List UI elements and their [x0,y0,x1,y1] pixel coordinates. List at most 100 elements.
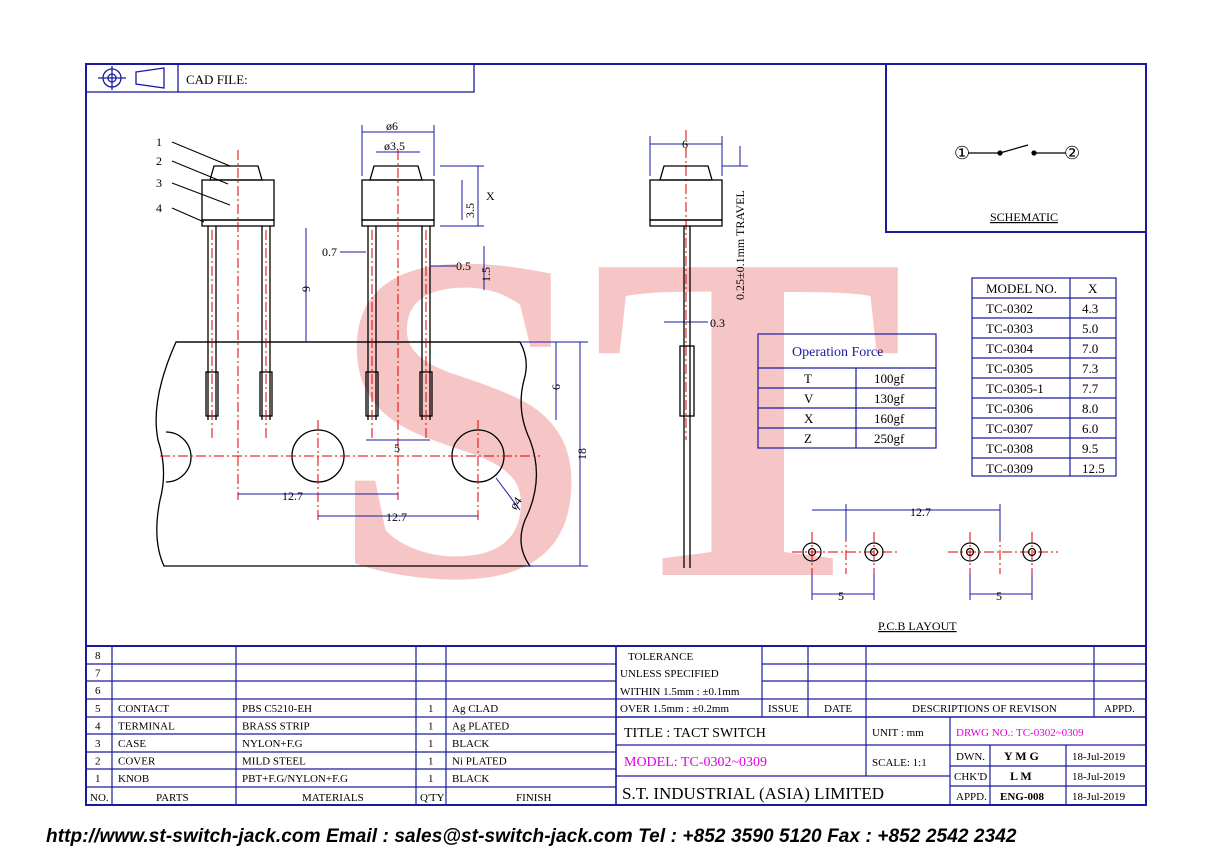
bom-header: FINISH [516,792,552,804]
tolerance-unless: UNLESS SPECIFIED [620,668,719,680]
cad-file-label: CAD FILE: [186,72,248,87]
dimension-lines [238,125,1033,600]
front-view-switch-left [201,165,275,420]
model-x-value: 8.0 [1082,401,1098,416]
pcb-dim-12-7: 12.7 [910,505,931,519]
bom-cell: 7 [95,668,101,680]
dim-knob-inner: ø3.5 [384,139,405,153]
callout-3: 3 [156,176,162,190]
bom-cell: TERMINAL [118,720,175,732]
force-value: 160gf [874,411,905,426]
pcb-layout-label: P.C.B LAYOUT [878,619,957,633]
tolerance-over: OVER 1.5mm : ±0.2mm [620,703,729,715]
bom-cell: NYLON+F.G [242,738,303,750]
operation-force-title: Operation Force [792,345,883,360]
rev-issue-header: ISSUE [768,703,799,715]
model-header-x: X [1088,281,1098,296]
schematic-label: SCHEMATIC [990,210,1058,224]
model-number: TC-0303 [986,321,1033,336]
front-view-switch-right [361,165,435,420]
callout-1: 1 [156,135,162,149]
appd-label: APPD. [956,791,987,803]
dwn-name: Y M G [1004,749,1039,763]
dim-3-5: 3.5 [463,203,477,218]
bom-cell: 5 [95,703,101,715]
contact-footer: http://www.st-switch-jack.com Email : sa… [46,826,1017,847]
schematic-box [885,63,1147,233]
bom-cell: 1 [428,773,434,785]
title-block-drwg: DRWG NO.: TC-0302~0309 [956,727,1084,739]
model-number: TC-0306 [986,401,1033,416]
bom-cell: 2 [95,756,101,768]
pcb-dim-5-b: 5 [996,589,1002,603]
cad-file-box [85,63,475,93]
dim-pitch-5: 5 [394,441,400,455]
bom-cell: COVER [118,756,156,768]
dim-1-5: 1.5 [479,267,493,282]
st-watermark-logo: ST [330,156,905,677]
callout-4: 4 [156,201,162,215]
title-block-title: TITLE : TACT SWITCH [624,726,766,741]
operation-force-table [757,333,937,449]
rev-date-header: DATE [824,703,852,715]
force-type: Z [804,431,812,446]
bom-cell: 1 [428,756,434,768]
dwn-label: DWN. [956,751,985,763]
force-value: 100gf [874,371,905,386]
dim-pitch-12-7-b: 12.7 [386,510,407,524]
appd-name: ENG-008 [1000,791,1045,803]
bom-cell: 1 [95,773,101,785]
model-number: TC-0309 [986,461,1033,476]
bom-cell: BLACK [452,773,489,785]
bom-cell: Ni PLATED [452,756,507,768]
pcb-layout-holes [802,542,1042,562]
title-block-scale: SCALE: 1:1 [872,757,927,769]
model-x-value: 7.3 [1082,361,1098,376]
dim-x: X [486,189,495,203]
bom-cell: KNOB [118,773,149,785]
force-type: T [804,371,812,386]
dim-side-6: 6 [682,137,688,151]
title-block-model: MODEL: TC-0302~0309 [624,755,767,770]
bom-header: PARTS [156,792,189,804]
schematic-node-2: ② [1064,143,1080,163]
force-type: X [804,411,814,426]
bom-cell: MILD STEEL [242,756,306,768]
appd-date: 18-Jul-2019 [1072,791,1126,803]
bom-header: Q'TY [420,792,445,804]
bom-cell: PBS C5210-EH [242,703,312,715]
center-lines [160,130,1058,574]
projection-symbol-icon [98,66,165,90]
bom-cell: BRASS STRIP [242,720,310,732]
dim-6: 6 [549,384,563,390]
company-name: S.T. INDUSTRIAL (ASIA) LIMITED [622,784,884,803]
force-type: V [804,391,814,406]
model-x-value: 9.5 [1082,441,1098,456]
dim-9: 9 [299,286,313,292]
bom-cell: Ag PLATED [452,720,509,732]
dim-pitch-12-7-a: 12.7 [282,489,303,503]
dim-0-7: 0.7 [322,245,337,259]
bom-cell: 8 [95,650,101,662]
bom-cell: 1 [428,738,434,750]
model-x-value: 7.7 [1082,381,1099,396]
model-number: TC-0308 [986,441,1033,456]
force-value: 130gf [874,391,905,406]
title-block-unit: UNIT : mm [872,727,924,739]
model-number: TC-0302 [986,301,1033,316]
model-table [971,277,1117,477]
model-x-value: 6.0 [1082,421,1098,436]
model-number: TC-0305 [986,361,1033,376]
bom-cell: 4 [95,720,101,732]
bom-cell: 1 [428,703,434,715]
chk-date: 18-Jul-2019 [1072,771,1126,783]
chk-name: L M [1010,769,1032,783]
bom-cell: PBT+F.G/NYLON+F.G [242,773,348,785]
bom-table-grid [86,645,1146,805]
rev-appd-header: APPD. [1104,703,1135,715]
bom-cell: 6 [95,685,101,697]
bom-header: MATERIALS [302,792,364,804]
dim-knob-outer: ø6 [386,119,398,133]
